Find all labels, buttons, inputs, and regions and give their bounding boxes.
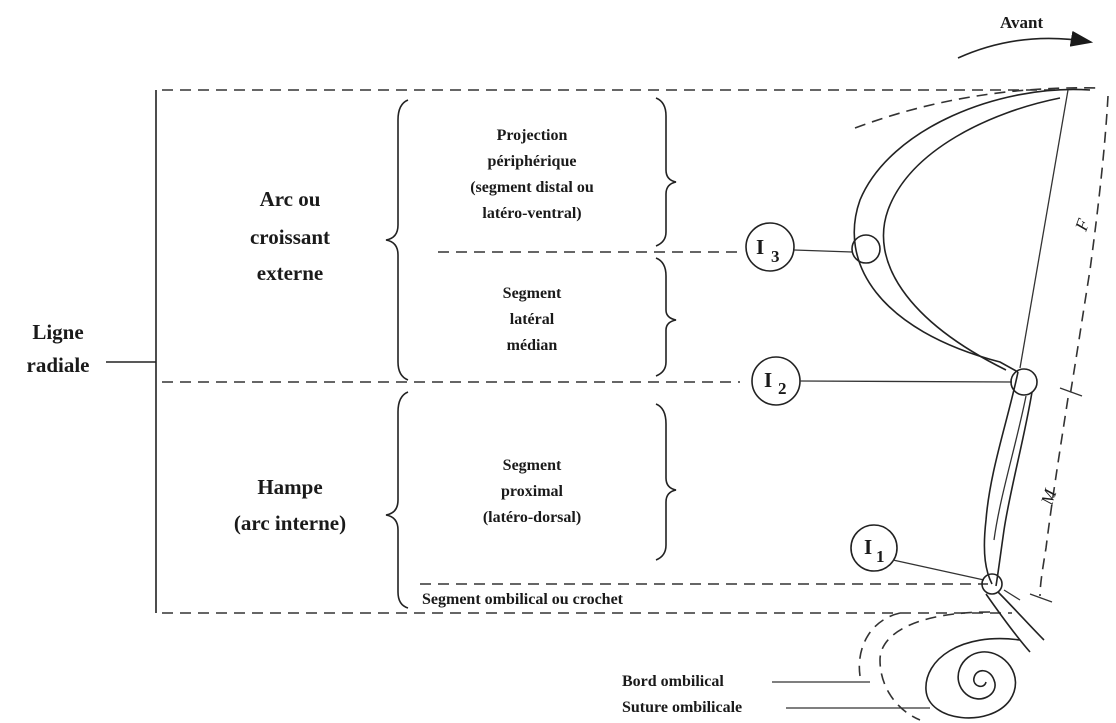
svg-text:1: 1 (876, 547, 885, 566)
arc-externe-label-2: croissant (250, 225, 330, 249)
segment-lateral-label-2: latéral (510, 311, 555, 328)
projection-label-3: (segment distal ou (470, 179, 594, 196)
segment-proximal-label-3: (latéro-dorsal) (483, 509, 581, 526)
segment-proximal-label-1: Segment (503, 457, 562, 474)
svg-text:I: I (764, 368, 772, 392)
ligne-radiale-label-1: Ligne (32, 320, 83, 344)
ligne-radiale-label-2: radiale (27, 353, 90, 377)
avant-label: Avant (1000, 13, 1043, 32)
projection-label-2: périphérique (488, 153, 577, 170)
inflection-point-i3: I 3 (745, 222, 853, 272)
forward-arrow (957, 30, 1094, 59)
svg-text:I: I (864, 535, 872, 559)
svg-text:3: 3 (771, 247, 780, 266)
projection-label-1: Projection (497, 127, 568, 144)
segment-lateral-label-1: Segment (503, 285, 562, 302)
arc-externe-label-1: Arc ou (260, 187, 321, 211)
segment-ombilical-label: Segment ombilical ou crochet (422, 591, 624, 608)
f-label: F (1071, 215, 1094, 234)
projection-label-4: latéro-ventral) (482, 205, 581, 222)
hampe-label-2: (arc interne) (234, 511, 346, 535)
umbilical-spiral (858, 611, 1021, 721)
segment-lateral-label-3: médian (507, 337, 558, 354)
f-measure: F (1019, 89, 1109, 397)
arc-externe-label-3: externe (257, 261, 323, 285)
m-measure: M (1029, 397, 1069, 603)
svg-text:2: 2 (778, 379, 787, 398)
inflection-point-i2: I 2 (751, 356, 1013, 406)
hampe-brace (385, 391, 409, 609)
m-label: M (1036, 486, 1060, 508)
suture-ombilicale-label: Suture ombilicale (622, 699, 742, 716)
segment-proximal-brace (655, 403, 677, 561)
hampe-label-1: Hampe (257, 475, 322, 499)
rib-outline (851, 87, 1101, 653)
bord-ombilical-label: Bord ombilical (622, 673, 724, 690)
arc-externe-brace (385, 99, 409, 381)
svg-text:I: I (756, 235, 764, 259)
inflection-point-i1: I 1 (850, 524, 985, 581)
segment-lateral-brace (655, 257, 677, 377)
projection-brace (655, 97, 677, 247)
segment-proximal-label-2: proximal (501, 483, 563, 500)
